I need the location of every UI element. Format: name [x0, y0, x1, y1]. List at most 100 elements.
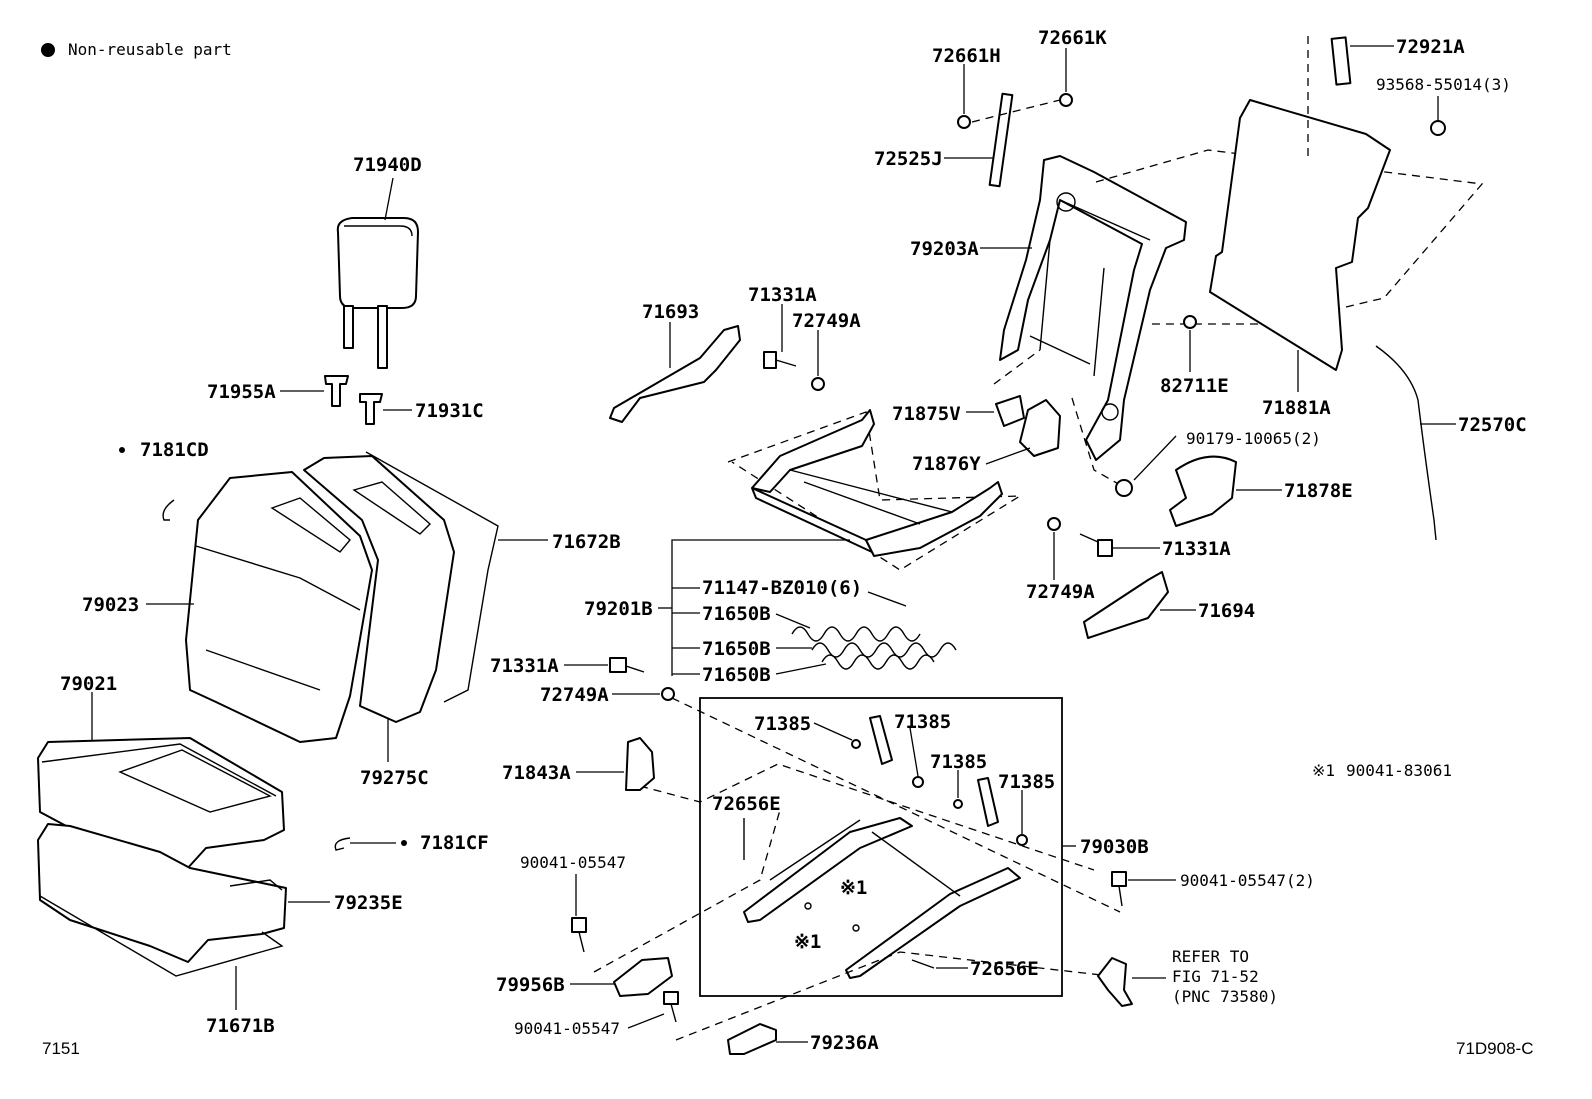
label-71331A-left: 71331A	[490, 655, 559, 677]
stay-72525J	[988, 92, 1014, 188]
label-71876Y: 71876Y	[912, 453, 981, 475]
seat-cushion-pad-79235E	[37, 823, 287, 963]
cover-71876Y	[1019, 399, 1061, 457]
label-71147: 71147-BZ010(6)	[702, 577, 862, 599]
bolt-71331A-right	[1079, 533, 1113, 557]
label-79030B: 79030B	[1080, 836, 1149, 858]
label-72570C: 72570C	[1458, 414, 1527, 436]
track-dash-1	[671, 697, 1121, 913]
bolt-71331A-left	[609, 657, 645, 673]
label-7181CD: 7181CD	[140, 439, 209, 461]
refer-line1: REFER TO	[1172, 947, 1249, 966]
legend-text: Non-reusable part	[68, 40, 232, 59]
washer-72749A-left	[661, 687, 675, 701]
screw-x1-b	[852, 924, 860, 932]
seat-cushion-cover-79021	[37, 737, 285, 871]
label-72661H: 72661H	[932, 45, 1001, 67]
nut-dash	[971, 99, 1061, 123]
label-72656E-2: 72656E	[970, 958, 1039, 980]
bolt-71331A-top	[763, 351, 797, 369]
headrest-support-71931C	[359, 393, 383, 425]
back-board-dash	[1095, 149, 1484, 325]
track-rail-right	[845, 867, 1021, 979]
track-rail-left	[743, 817, 913, 923]
label-7181CF: 7181CF	[420, 832, 489, 854]
label-71331A-right: 71331A	[1162, 538, 1231, 560]
frame-cover-dash	[993, 349, 1123, 487]
label-71672B: 71672B	[552, 531, 621, 553]
label-71940D: 71940D	[353, 154, 422, 176]
bolt-90041-05547-left	[571, 917, 587, 953]
label-72749A-top: 72749A	[792, 310, 861, 332]
label-79275C: 79275C	[360, 767, 429, 789]
label-90041-05547-bottom: 90041-05547	[514, 1019, 620, 1038]
label-93568-55014: 93568-55014(3)	[1376, 75, 1511, 94]
clip-71385-4	[1016, 834, 1028, 846]
label-90179-10065: 90179-10065(2)	[1186, 429, 1321, 448]
headrest-support-71955A	[324, 375, 349, 407]
label-72661K: 72661K	[1038, 27, 1107, 49]
label-71955A: 71955A	[207, 381, 276, 403]
label-90041-05547-left: 90041-05547	[520, 853, 626, 872]
clip-71385-1	[851, 739, 861, 749]
label-71694: 71694	[1198, 600, 1255, 622]
cover-71875V	[995, 395, 1025, 427]
seatback-pad-71672B	[303, 455, 455, 723]
label-71650B-1: 71650B	[702, 603, 771, 625]
label-79236A: 79236A	[810, 1032, 879, 1054]
label-71385-1: 71385	[754, 713, 811, 735]
cover-71878E	[1169, 455, 1237, 527]
cover-79956B	[613, 957, 673, 997]
nut-72661K	[1059, 93, 1073, 107]
track-dash-2	[639, 763, 1095, 871]
nut-90179-10065	[1115, 479, 1133, 497]
label-71650B-3: 71650B	[702, 664, 771, 686]
track-dash-3	[593, 809, 781, 973]
label-71671B: 71671B	[206, 1015, 275, 1037]
non-reusable-bullet-icon	[41, 43, 55, 57]
seatback-board	[365, 451, 499, 703]
label-72921A: 72921A	[1396, 36, 1465, 58]
note-part: 90041-83061	[1346, 761, 1452, 780]
screw-93568-55014	[1430, 120, 1446, 136]
label-79235E: 79235E	[334, 892, 403, 914]
label-71875V: 71875V	[892, 403, 961, 425]
bracket-71385-4	[977, 777, 999, 827]
label-79956B: 79956B	[496, 974, 565, 996]
bracket-71843A	[625, 737, 655, 791]
refer-line3: (PNC 73580)	[1172, 987, 1278, 1006]
label-x1-b: ※1	[840, 877, 867, 899]
label-71385-4: 71385	[998, 771, 1055, 793]
seatback-cover-79023	[185, 471, 373, 743]
label-71331A-top: 71331A	[748, 284, 817, 306]
non-reusable-bullet-icon	[119, 447, 125, 453]
washer-72749A-top	[811, 377, 825, 391]
label-71878E: 71878E	[1284, 480, 1353, 502]
label-72525J: 72525J	[874, 148, 943, 170]
track-cross-bar	[871, 831, 961, 897]
label-79023: 79023	[82, 594, 139, 616]
label-71693: 71693	[642, 301, 699, 323]
footer-right-code: 71D908-C	[1456, 1039, 1534, 1058]
clip-7181CF	[334, 837, 351, 851]
seat-frame-79201B	[751, 409, 1003, 557]
cable-72570C	[1375, 345, 1437, 541]
label-71385-3: 71385	[930, 751, 987, 773]
label-79201B: 79201B	[584, 598, 653, 620]
note-mark: ※1	[1312, 761, 1335, 780]
label-79021: 79021	[60, 673, 117, 695]
frame-bracket	[671, 539, 850, 676]
clip-82711E	[1183, 315, 1197, 329]
seatback-frame-79203A	[999, 155, 1187, 461]
clip-71385-2	[912, 776, 924, 788]
label-71843A: 71843A	[502, 762, 571, 784]
cushion-board-71671B	[39, 895, 284, 977]
cover-79236A	[727, 1023, 777, 1055]
clip-71147	[867, 591, 907, 607]
washer-72749A-right	[1047, 517, 1061, 531]
pin-72656E-2	[911, 959, 935, 969]
spring-71650B-3	[821, 654, 935, 670]
headrest-part	[336, 217, 419, 369]
